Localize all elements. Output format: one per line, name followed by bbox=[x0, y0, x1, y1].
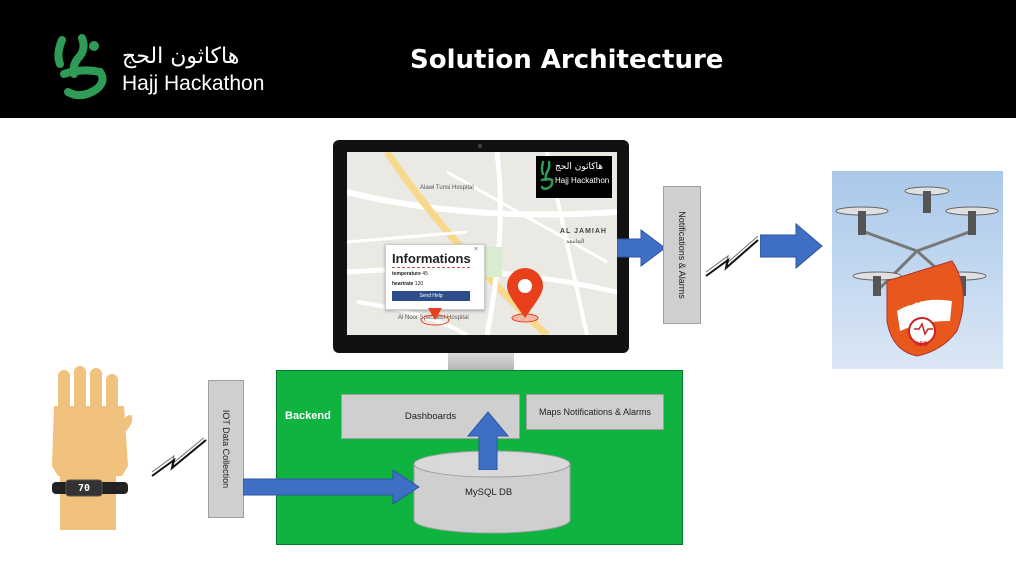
popup-temperature-label: temperature bbox=[392, 271, 421, 277]
webcam-dot bbox=[478, 144, 482, 148]
wearable-display-value: 70 bbox=[78, 483, 91, 494]
mysql-db-cylinder bbox=[413, 450, 571, 534]
db-to-dashboard-arrow bbox=[466, 411, 510, 470]
small-location-pin-icon bbox=[420, 308, 450, 326]
location-pin-icon bbox=[507, 268, 543, 323]
popup-close-icon[interactable]: × bbox=[474, 246, 479, 253]
notifications-to-drone-arrow bbox=[760, 222, 823, 270]
maps-notifications-box: Maps Notifications & Alarms bbox=[526, 394, 664, 430]
notifications-alarms-label: Notifications & Alarms bbox=[677, 211, 687, 299]
iot-data-collection-label: IOT Data Collection bbox=[221, 409, 231, 489]
popup-title: Informations bbox=[392, 251, 471, 266]
map-area-label-arabic: الجامعة bbox=[566, 238, 585, 245]
logo-english-text: Hajj Hackathon bbox=[122, 72, 265, 95]
page-title: Solution Architecture bbox=[410, 45, 724, 75]
iot-to-db-arrow bbox=[243, 469, 420, 505]
ambulance-drone-image: AMBULANCE AED bbox=[832, 171, 1003, 369]
iot-data-collection-box: IOT Data Collection bbox=[208, 380, 244, 518]
popup-temperature-value: 45 bbox=[422, 271, 428, 277]
wireless-signal-right-icon bbox=[705, 236, 759, 277]
screen-logo-icon bbox=[540, 160, 554, 191]
map-poi-label-bottom: Al Noor Specialist Hospital bbox=[398, 315, 469, 321]
screen-logo-english: Hajj Hackathon bbox=[555, 176, 610, 185]
logo-arabic-text: هاكاثون الحج bbox=[122, 44, 240, 69]
backend-label: Backend bbox=[285, 410, 331, 422]
notifications-alarms-box: Notifications & Alarms bbox=[663, 186, 701, 324]
wearable-hand-illustration bbox=[52, 366, 133, 530]
monitor-to-notifications-arrow bbox=[617, 229, 666, 267]
map-poi-label-top: Alawi Tunsi Hospital bbox=[420, 185, 474, 191]
popup-title-underline bbox=[392, 267, 470, 269]
wireless-signal-left-icon bbox=[151, 438, 207, 477]
screen-logo-arabic: هاكاثون الحج bbox=[555, 162, 604, 172]
popup-heartrate-label: heartrate bbox=[392, 281, 414, 287]
send-help-button[interactable]: Send Help bbox=[392, 291, 470, 301]
header-bar bbox=[0, 0, 1016, 118]
mysql-db-label: MySQL DB bbox=[465, 487, 513, 498]
drone-aed-text: AED bbox=[915, 342, 928, 348]
map-area-label: AL JAMIAH bbox=[560, 228, 607, 235]
hajj-logo-icon bbox=[54, 34, 107, 100]
popup-heartrate-value: 120 bbox=[414, 281, 424, 287]
drone-illustration bbox=[835, 186, 999, 357]
